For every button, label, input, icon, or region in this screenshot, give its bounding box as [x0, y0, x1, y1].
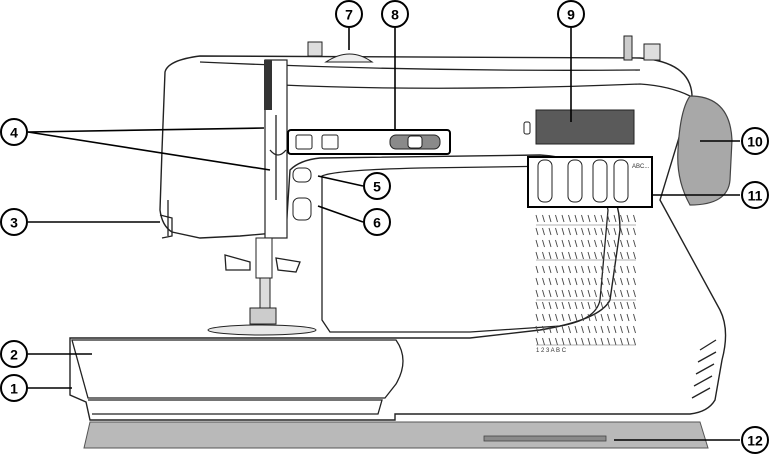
callout-circle — [741, 181, 769, 209]
vent-slots — [691, 339, 717, 399]
spool-pin — [307, 41, 323, 57]
callout-circle — [381, 0, 409, 28]
callout-number: 8 — [391, 7, 399, 23]
stitch-dial — [324, 53, 374, 63]
base-slot — [483, 435, 607, 442]
callout-6: 6 — [363, 208, 391, 236]
callout-number: 7 — [345, 7, 353, 23]
callout-5: 5 — [363, 172, 391, 200]
callout-circle — [0, 340, 28, 368]
callout-10: 10 — [741, 127, 769, 155]
callout-2: 2 — [0, 340, 28, 368]
handwheel — [677, 95, 733, 206]
callout-7: 7 — [335, 0, 363, 28]
leader-lines — [27, 28, 740, 441]
callout-4: 4 — [0, 118, 28, 146]
stitch-row-last-label: 1 2 3 A B C — [536, 348, 567, 354]
machine-body — [69, 55, 727, 421]
lcd-display — [535, 109, 635, 145]
callout-circle — [557, 0, 585, 28]
needle-plate — [207, 324, 317, 336]
callout-11: 11 — [741, 181, 769, 209]
callout-3: 3 — [0, 208, 28, 236]
callout-number: 2 — [10, 347, 18, 363]
callout-number: 10 — [747, 134, 763, 150]
callout-number: 9 — [567, 7, 575, 23]
callout-number: 5 — [373, 179, 381, 195]
adjustment-keys — [537, 159, 629, 203]
callout-number: 4 — [10, 125, 18, 141]
reverse-button — [292, 167, 312, 183]
callout-number: 12 — [747, 433, 763, 449]
callout-circle — [0, 374, 28, 402]
callout-number: 3 — [10, 215, 18, 231]
callout-number: 1 — [10, 381, 18, 397]
callout-12: 12 — [741, 426, 769, 454]
base-plate — [83, 421, 709, 449]
callout-circle — [0, 208, 28, 236]
callout-9: 9 — [557, 0, 585, 28]
panel-abc-label: ABC... — [632, 164, 650, 170]
callout-circle — [741, 127, 769, 155]
callout-8: 8 — [381, 0, 409, 28]
presser-foot-assembly — [224, 237, 301, 325]
callout-circle — [335, 0, 363, 28]
machine-illustration: ABC... 1 2 3 A B C — [69, 35, 733, 449]
callout-1: 1 — [0, 374, 28, 402]
callout-circle — [0, 118, 28, 146]
stitch-chart — [535, 214, 636, 346]
front-cover — [71, 339, 404, 399]
callout-number: 11 — [748, 188, 763, 204]
callout-circle — [363, 172, 391, 200]
callout-number: 6 — [373, 215, 381, 231]
thread-channel-dark — [264, 60, 272, 110]
callout-circle — [741, 426, 769, 454]
callout-circle — [363, 208, 391, 236]
start-stop-button — [292, 197, 312, 221]
